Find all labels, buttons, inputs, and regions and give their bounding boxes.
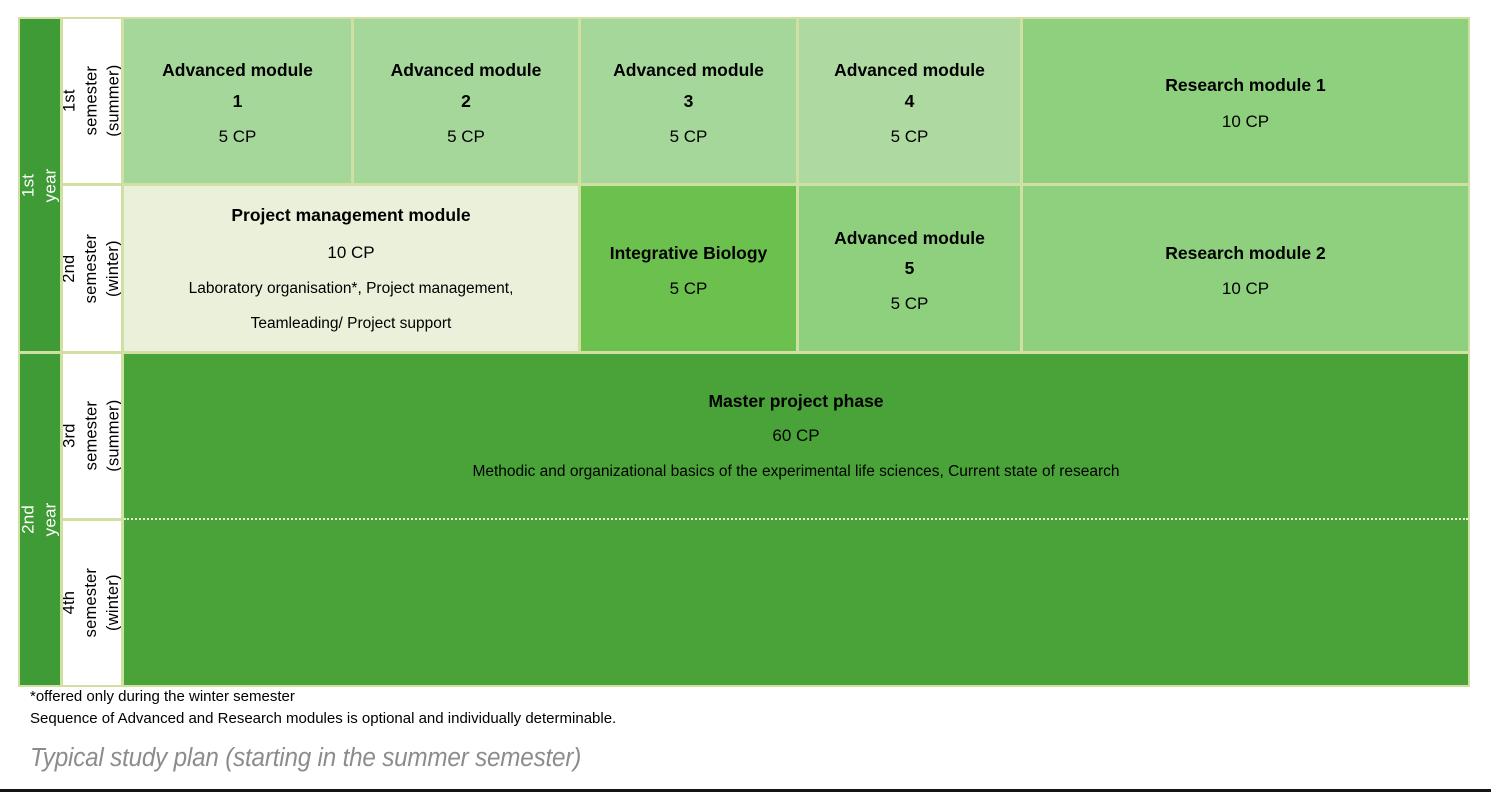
semester-cell-4th: 4th semester (winter) [63, 521, 121, 685]
semester-cell-1st: 1st semester (summer) [63, 19, 121, 183]
module-research-2: Research module 2 10 CP [1023, 186, 1468, 351]
module-title: Advanced module 3 [613, 60, 764, 111]
semester-divider-dotted [124, 518, 1468, 520]
module-credits: 60 CP [772, 426, 820, 445]
module-description-line: Teamleading/ Project support [250, 314, 452, 332]
module-credits: 5 CP [447, 126, 485, 146]
semester-label-2nd: 2nd semester (winter) [63, 233, 121, 304]
module-credits: 10 CP [1221, 279, 1270, 299]
semester-cell-3rd: 3rd semester (summer) [63, 354, 121, 518]
module-credits: 10 CP [1221, 111, 1270, 131]
semester-label-1st: 1st semester (summer) [63, 64, 121, 138]
module-title: Master project phase [708, 391, 884, 411]
module-project-management: Project management module 10 CP Laborato… [124, 186, 578, 351]
module-title: Research module 1 [1165, 75, 1326, 96]
module-description: Methodic and organizational basics of th… [472, 463, 1120, 480]
module-master-project-phase: Master project phase 60 CP Methodic and … [124, 354, 1468, 685]
module-title: Research module 2 [1165, 242, 1326, 263]
module-title: Project management module [231, 204, 471, 225]
year-label-2nd: 2nd year [20, 502, 60, 537]
study-plan-table: 1st year 1st semester (summer) Advanced … [18, 17, 1470, 687]
module-advanced-1: Advanced module 1 5 CP [124, 19, 351, 183]
module-title: Advanced module 2 [390, 60, 542, 111]
semester-cell-2nd: 2nd semester (winter) [63, 186, 121, 351]
bottom-rule [0, 789, 1491, 792]
module-advanced-3: Advanced module 3 5 CP [581, 19, 796, 183]
module-credits: 5 CP [890, 294, 929, 314]
caption-study-plan: Typical study plan (starting in the summ… [30, 744, 582, 772]
module-title: Advanced module 4 [834, 60, 985, 111]
module-advanced-5: Advanced module 5 5 CP [799, 186, 1020, 351]
module-title: Integrative Biology [609, 242, 768, 263]
module-title: Advanced module 5 [834, 227, 985, 278]
module-advanced-4: Advanced module 4 5 CP [799, 19, 1020, 183]
module-research-1: Research module 1 10 CP [1023, 19, 1468, 183]
module-credits: 5 CP [890, 126, 929, 146]
semester-label-4th: 4th semester (winter) [63, 568, 121, 638]
footnote-line-2: Sequence of Advanced and Research module… [30, 710, 617, 727]
module-credits: 5 CP [218, 126, 257, 146]
module-description-line: Laboratory organisation*, Project manage… [188, 279, 514, 297]
module-credits: 5 CP [669, 126, 708, 146]
year-label-1st: 1st year [20, 168, 60, 202]
module-title: Advanced module 1 [162, 60, 313, 111]
module-integrative-biology: Integrative Biology 5 CP [581, 186, 796, 351]
year-cell-1st: 1st year [20, 19, 60, 351]
footnotes: *offered only during the winter semester… [30, 686, 616, 730]
footnote-line-1: *offered only during the winter semester [30, 688, 295, 705]
semester-label-3rd: 3rd semester (summer) [63, 399, 121, 473]
module-advanced-2: Advanced module 2 5 CP [354, 19, 578, 183]
module-credits: 5 CP [669, 279, 708, 299]
module-credits: 10 CP [327, 242, 375, 262]
year-cell-2nd: 2nd year [20, 354, 60, 685]
